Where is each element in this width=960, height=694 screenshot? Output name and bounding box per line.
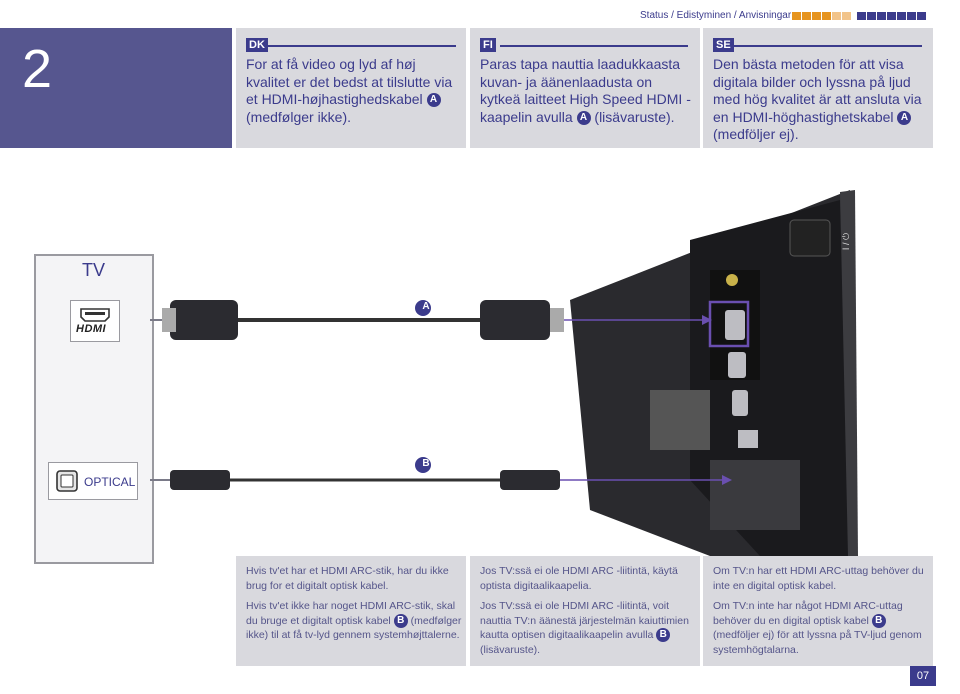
page-number: 07 [910,666,936,686]
note-se-p2: Om TV:n inte har något HDMI ARC-uttag be… [713,600,922,656]
note-se: Om TV:n har ett HDMI ARC-uttag behöver d… [713,564,935,663]
lang-tag-dk: DK [246,38,268,52]
badge-a: A [576,110,591,125]
note-fi-p1: Jos TV:ssä ei ole HDMI ARC -liitintä, kä… [480,565,678,592]
badge-b: B [656,628,671,643]
cable-a-label: A [422,301,430,312]
device-power-label: I / ⏻ [841,232,852,251]
optical-port-icon [56,470,78,492]
device-illustration [570,190,858,556]
note-dk-p1: Hvis tv'et har et HDMI ARC-stik, har du … [246,565,449,592]
badge-b: B [393,613,408,628]
note-dk-p2: Hvis tv'et ikke har noget HDMI ARC-stik,… [246,600,462,641]
note-panel-se [703,556,933,666]
note-dk: Hvis tv'et har et HDMI ARC-stik, har du … [246,564,468,649]
cable-b-label: B [422,458,430,469]
hdmi-logo: HDMI [76,323,107,335]
tv-optical-port [48,462,138,500]
note-panel-fi [470,556,700,666]
panel-se [703,28,933,148]
label-b-marker [415,457,431,473]
instruction-dk: For at få video og lyd af høj kvalitet e… [246,56,453,125]
note-panel-dk [236,556,466,666]
lang-tag-fi: FI [480,38,496,52]
tv-hdmi-port: HDMI [70,300,120,342]
divider [268,45,456,47]
panel-dk [236,28,466,148]
optical-label: OPTICAL [84,475,136,489]
divider [734,45,922,47]
badge-b: B [871,613,886,628]
step-number: 2 [22,39,53,99]
instruction-se: Den bästa metoden för att visa digitala … [713,56,922,142]
step-block [0,28,232,148]
progress-bar-primary [792,12,852,20]
instruction-fi: Paras tapa nauttia laadukkaasta kuvan- j… [480,56,691,125]
progress-bar-secondary [857,12,927,20]
hdmi-port-icon [80,308,110,322]
tv-label: TV [82,260,106,280]
note-fi: Jos TV:ssä ei ole HDMI ARC -liitintä, kä… [480,564,702,663]
connection-diagram [150,190,858,556]
panel-fi [470,28,700,148]
hdmi-cable-a [150,300,712,340]
note-se-p1: Om TV:n har ett HDMI ARC-uttag behöver d… [713,565,924,592]
badge-a: A [897,110,912,125]
label-a-marker [415,300,431,316]
divider [500,45,688,47]
status-breadcrumb: Status / Edistyminen / Anvisningar [640,10,792,21]
note-fi-p2: Jos TV:ssä ei ole HDMI ARC -liitintä, vo… [480,600,689,656]
lang-tag-se: SE [713,38,734,52]
badge-a: A [426,93,441,108]
optical-cable-b [150,470,732,490]
